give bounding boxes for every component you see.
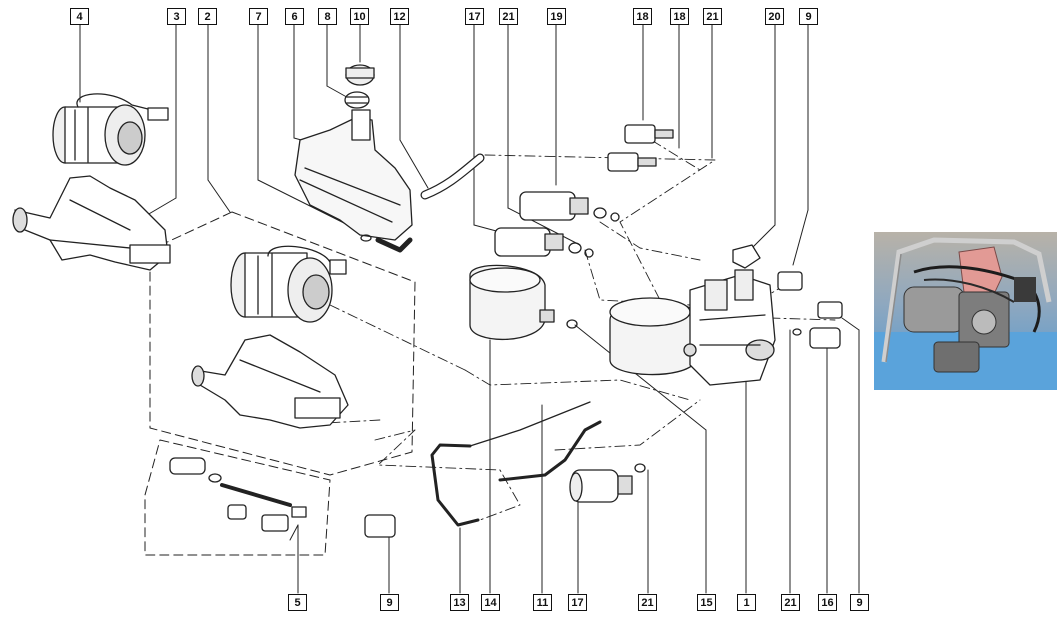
callout-6: 6 xyxy=(285,8,304,25)
callout-9-bottom-left: 9 xyxy=(380,594,399,611)
bracket-middle xyxy=(191,334,349,429)
relay-connector-20 xyxy=(732,244,761,269)
pressure-switch-16 xyxy=(792,327,841,349)
callout-21-top-right: 21 xyxy=(703,8,722,25)
pressure-sensor-upper xyxy=(624,124,674,144)
callout-11: 11 xyxy=(533,594,552,611)
accumulator-sphere xyxy=(469,264,578,341)
solenoid-valve-17-lower xyxy=(569,463,646,503)
pressure-sensor-lower xyxy=(607,152,657,172)
callout-1: 1 xyxy=(737,594,756,611)
return-hose xyxy=(420,153,485,200)
solenoid-valve-19 xyxy=(519,191,620,222)
callout-21-bottom-right: 21 xyxy=(781,594,800,611)
callout-18-right: 18 xyxy=(670,8,689,25)
callout-15: 15 xyxy=(697,594,716,611)
reservoir-cap xyxy=(345,64,375,86)
callout-19: 19 xyxy=(547,8,566,25)
callout-5: 5 xyxy=(288,594,307,611)
callout-12: 12 xyxy=(390,8,409,25)
callout-8: 8 xyxy=(318,8,337,25)
reservoir xyxy=(294,109,413,241)
callout-17-top: 17 xyxy=(465,8,484,25)
assembled-unit-photo xyxy=(874,232,1057,390)
bracket-upper xyxy=(12,175,171,271)
callout-10: 10 xyxy=(350,8,369,25)
group-outline-fittings xyxy=(144,439,331,556)
elbow-fitting xyxy=(360,234,413,253)
fittings-set xyxy=(169,457,307,532)
callout-9-bottom-right: 9 xyxy=(850,594,869,611)
callout-16: 16 xyxy=(818,594,837,611)
hydraulic-pipe-11 xyxy=(498,420,602,482)
connector-9-right xyxy=(817,301,843,319)
callout-13: 13 xyxy=(450,594,469,611)
hydraulic-pipe-13 xyxy=(430,401,591,527)
solenoid-valve-17 xyxy=(494,227,594,258)
alignment-lines xyxy=(289,129,836,521)
callout-7: 7 xyxy=(249,8,268,25)
leader-lines xyxy=(79,23,860,594)
filter-strainer xyxy=(344,91,370,109)
callout-3: 3 xyxy=(167,8,186,25)
connector-9-top xyxy=(777,271,803,291)
callout-14: 14 xyxy=(481,594,500,611)
callout-4: 4 xyxy=(70,8,89,25)
callout-2: 2 xyxy=(198,8,217,25)
connector-9-lower xyxy=(364,514,396,538)
hydraulic-unit xyxy=(609,269,776,386)
callout-9-top: 9 xyxy=(799,8,818,25)
callout-21-top-left: 21 xyxy=(499,8,518,25)
callout-20: 20 xyxy=(765,8,784,25)
motor-pump-upper xyxy=(52,93,169,166)
callout-18-left: 18 xyxy=(633,8,652,25)
callout-17-bottom: 17 xyxy=(568,594,587,611)
callout-21-bottom-left: 21 xyxy=(638,594,657,611)
motor-pump-middle xyxy=(230,245,347,323)
